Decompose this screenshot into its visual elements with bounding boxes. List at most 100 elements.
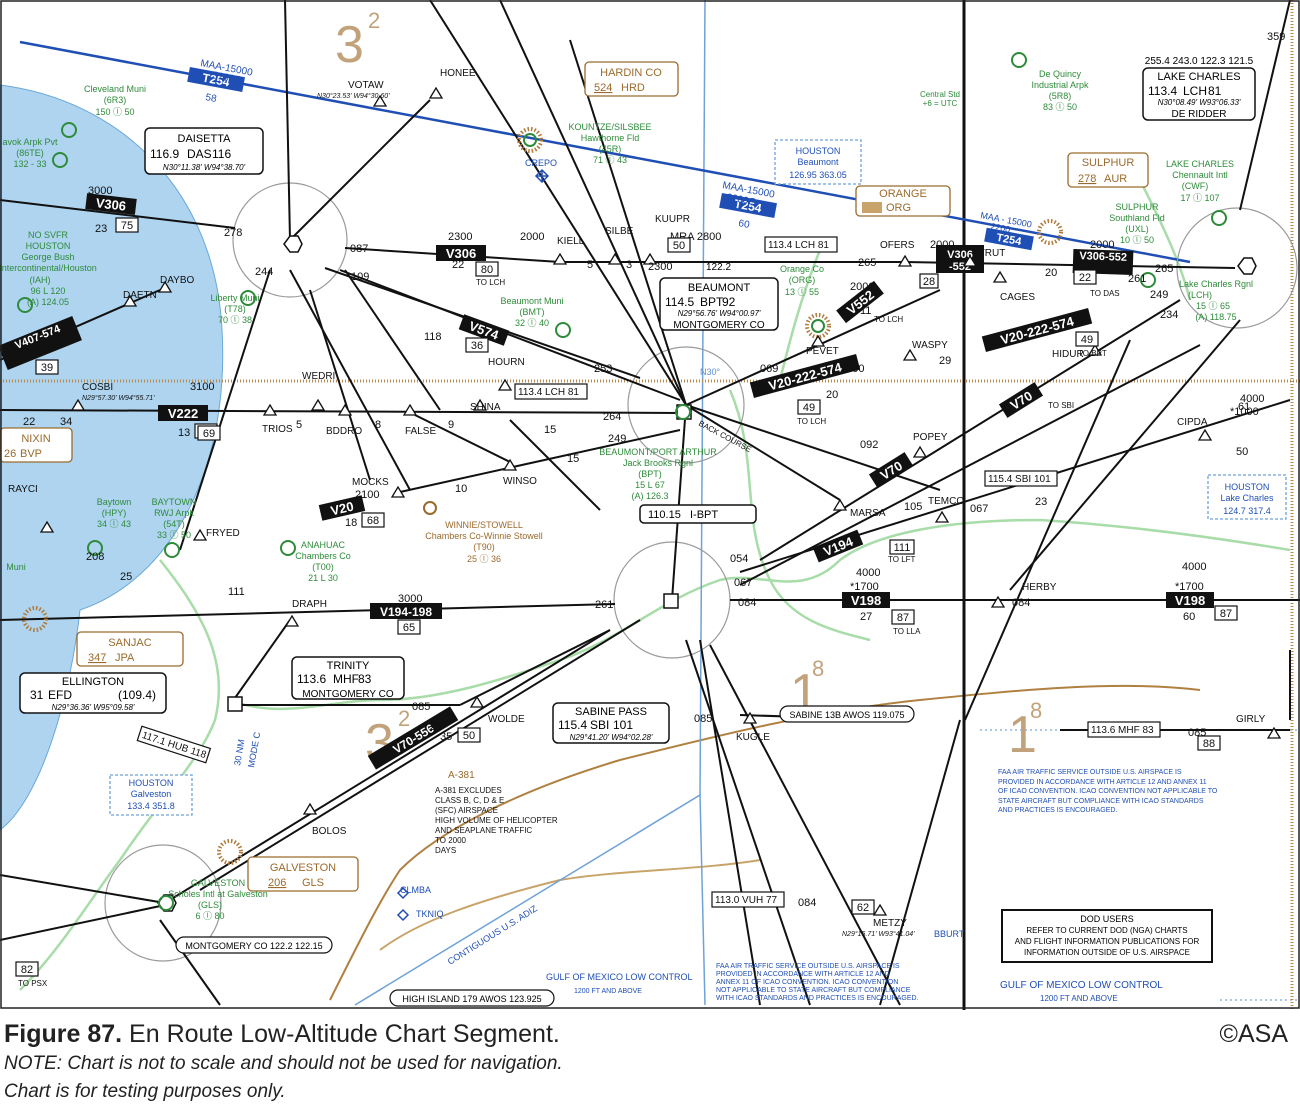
svg-text:21 L 30: 21 L 30 [308, 573, 338, 583]
svg-text:084: 084 [1012, 597, 1030, 609]
fix-false [402, 403, 418, 416]
figure-copyright: ©ASA [1219, 1020, 1288, 1048]
svg-text:Hawthorne Fld: Hawthorne Fld [581, 133, 640, 143]
svg-text:067: 067 [734, 577, 752, 589]
svg-text:GALVESTON: GALVESTON [191, 878, 245, 888]
figure-title: En Route Low-Altitude Chart Segment. [129, 1020, 560, 1048]
fix-name-shina: SHINA [470, 402, 501, 413]
svg-text:88: 88 [1203, 738, 1215, 750]
svg-text:22: 22 [23, 416, 35, 428]
svg-text:George Bush: George Bush [21, 252, 74, 262]
fix-name-bolos: BOLOS [312, 826, 347, 837]
ndb-hardin-id: HRD [621, 82, 645, 94]
svg-text:110.15: 110.15 [648, 509, 681, 521]
chart-border [0, 0, 1300, 1009]
svg-text:20: 20 [826, 389, 838, 401]
svg-text:113.4 LCH 81: 113.4 LCH 81 [768, 240, 829, 251]
fix-name-tkniq: TKNIQ [416, 909, 444, 919]
svg-text:2000: 2000 [930, 239, 954, 251]
airport-lake-charles-cwf [1211, 210, 1227, 226]
distance-box-values: 75 80 50 28 22 36 39 49 49 68 65 87 87 1… [21, 220, 1232, 976]
svg-text:115.4: 115.4 [558, 718, 587, 732]
svg-text:(T78): (T78) [224, 304, 246, 314]
fix-name-waspy: WASPY [912, 340, 948, 351]
svg-text:23: 23 [1035, 496, 1047, 508]
fix-kiell [552, 252, 568, 265]
fix-hidur [1087, 343, 1103, 356]
svg-text:NO SVFR: NO SVFR [28, 230, 69, 240]
svg-text:28: 28 [923, 276, 935, 288]
ndb-nixin-freq: 26 [4, 448, 16, 460]
svg-text:T254: T254 [995, 232, 1023, 249]
fix-name-kugle: KUGLE [736, 732, 770, 743]
svg-text:(CWF): (CWF) [1182, 181, 1209, 191]
airport-orange [811, 319, 825, 333]
fix-name-metzy: METZY [873, 918, 907, 929]
airway-v222: V222 [158, 405, 208, 421]
svg-text:Liberty Muni: Liberty Muni [210, 293, 259, 303]
fix-name-strut: STRUT [972, 248, 1005, 259]
ndb-sulphur-id: AUR [1104, 173, 1127, 185]
fix-name-fryed: FRYED [206, 528, 240, 539]
svg-text:(109.4): (109.4) [118, 688, 156, 702]
airport-winnie-labels: WINNIE/STOWELL Chambers Co-Winnie Stowel… [425, 520, 543, 564]
svg-text:Lake Charles Rgnl: Lake Charles Rgnl [1179, 279, 1253, 289]
svg-text:N29°41.20' W94°02.28': N29°41.20' W94°02.28' [570, 733, 653, 742]
ndb-galveston-name: GALVESTON [270, 862, 336, 874]
airport-labels: Cleveland Muni (6R3) 150 ⓛ 50 KOUNTZE/SI… [0, 69, 1253, 921]
svg-text:15 L 67: 15 L 67 [635, 480, 665, 490]
airway-v198-east: V198 [1166, 592, 1214, 608]
fix-name-girly: GIRLY [1236, 714, 1266, 725]
airway-v306-552-east: V306-552 [1072, 248, 1134, 276]
fix-name-clmba: CLMBA [400, 885, 431, 895]
svg-text:Galveston: Galveston [131, 789, 172, 799]
svg-text:N29°56.76' W94°00.97': N29°56.76' W94°00.97' [678, 309, 761, 318]
svg-text:V306: V306 [446, 246, 476, 261]
fss-boxes [109, 139, 1287, 816]
svg-text:SBI: SBI [590, 718, 609, 732]
svg-text:265: 265 [858, 257, 876, 269]
svg-text:(T00): (T00) [312, 562, 334, 572]
svg-text:124.7 317.4: 124.7 317.4 [1223, 506, 1271, 516]
svg-text:BAYTOWN: BAYTOWN [152, 497, 197, 507]
svg-text:ANAHUAC: ANAHUAC [301, 540, 346, 550]
svg-text:4000: 4000 [1182, 561, 1206, 573]
svg-text:*1700: *1700 [1175, 581, 1204, 593]
ndb-galveston-freq: 206 [268, 877, 286, 889]
svg-text:3: 3 [626, 259, 632, 271]
svg-text:11: 11 [860, 305, 871, 317]
navaid-box-beaumont: BEAUMONT 114.5 BPT 92 N29°56.76' W94°00.… [659, 277, 779, 331]
a381-title: A-381 [448, 770, 475, 781]
svg-text:264: 264 [603, 411, 621, 423]
lake-charles-compass [1176, 207, 1298, 329]
svg-text:2300: 2300 [448, 231, 472, 243]
svg-text:109: 109 [351, 271, 369, 283]
svg-text:(IAH): (IAH) [30, 275, 51, 285]
svg-text:80: 80 [481, 264, 493, 276]
svg-text:3000: 3000 [398, 593, 422, 605]
svg-text:N29°36.36' W95°09.58': N29°36.36' W95°09.58' [52, 703, 135, 712]
svg-text:MONTGOMERY CO: MONTGOMERY CO [673, 320, 765, 331]
svg-text:Cleveland Muni: Cleveland Muni [84, 84, 146, 94]
fix-name-bburt: BBURT [934, 929, 965, 939]
svg-text:EFD: EFD [48, 688, 72, 702]
svg-text:(UXL): (UXL) [1125, 224, 1149, 234]
svg-text:83: 83 [358, 672, 372, 686]
fix-herby [990, 595, 1006, 608]
svg-text:81: 81 [1208, 84, 1222, 98]
svg-text:31: 31 [30, 688, 44, 702]
svg-text:15: 15 [567, 453, 579, 465]
svg-text:21: 21 [430, 721, 442, 733]
svg-text:LCH: LCH [1183, 84, 1207, 98]
fix-winso [502, 458, 518, 471]
fix-rayci [39, 520, 55, 533]
svg-text:(GLS): (GLS) [198, 900, 222, 910]
fix-cosbi [70, 398, 86, 411]
fix-name-cosbi: COSBI [82, 382, 113, 393]
svg-text:TO PSX: TO PSX [18, 979, 48, 988]
fix-name-herby: HERBY [1022, 582, 1057, 593]
navaid-box-daisetta: DAISETTA 116.9 DAS 116 N30°11.38' W94°38… [144, 127, 264, 175]
svg-text:DAISETTA: DAISETTA [178, 133, 232, 145]
svg-text:4000: 4000 [856, 567, 880, 579]
airway-v20: V20 [318, 495, 366, 521]
